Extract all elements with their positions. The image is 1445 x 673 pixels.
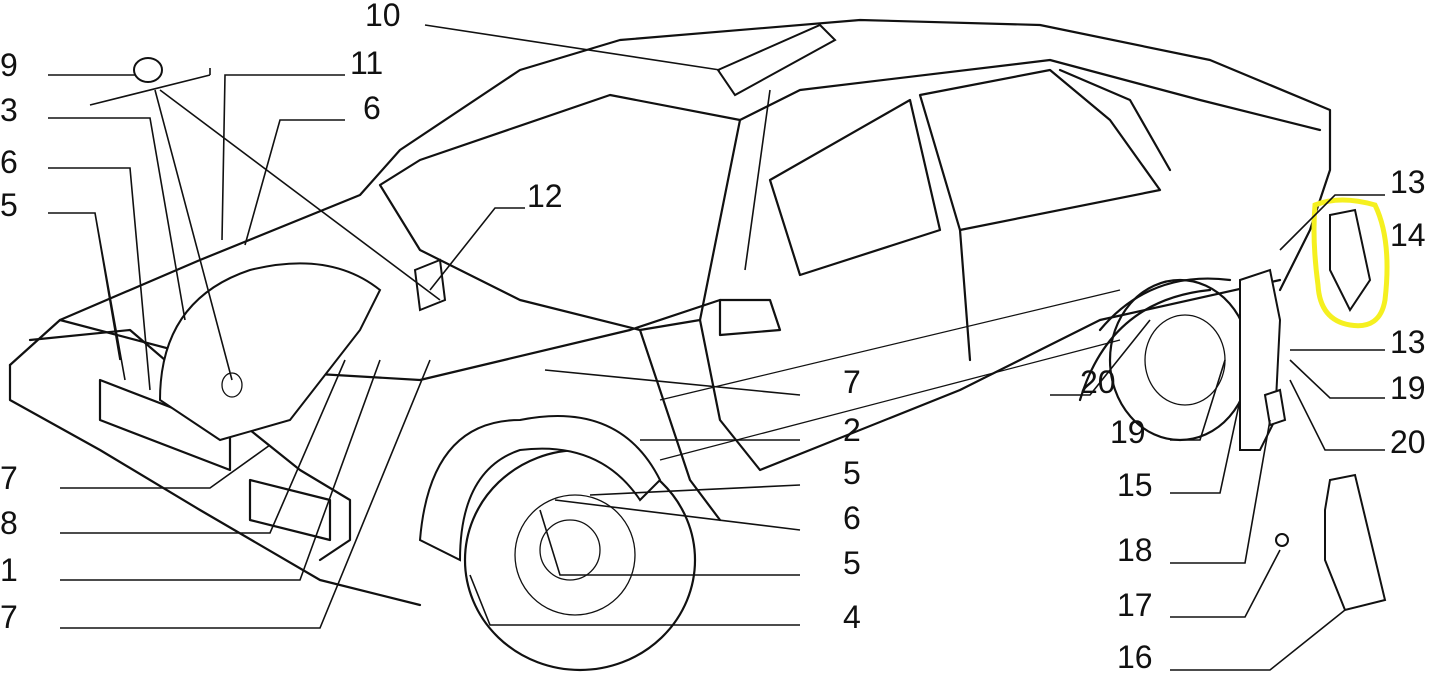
callout-13: 13 [1390,324,1426,360]
callout-20: 20 [1080,364,1116,400]
callout-12: 12 [527,178,563,214]
front-wheel-drawing [418,415,697,672]
callout-15: 15 [1117,467,1153,503]
callout-19: 19 [1390,370,1426,406]
callout-17: 17 [1117,587,1153,623]
callout-6: 6 [0,144,18,180]
callout-18: 18 [1117,532,1153,568]
callout-7: 7 [0,599,18,635]
mud-flap-drawing [1263,388,1387,612]
callout-2: 2 [843,412,861,448]
callout-1: 1 [0,552,18,588]
callout-7: 7 [0,460,18,496]
callout-3: 3 [0,92,18,128]
callout-10: 10 [365,0,401,33]
callout-9: 9 [0,47,18,83]
callout-6: 6 [843,500,861,536]
callout-16: 16 [1117,639,1153,673]
callout-13: 13 [1390,164,1426,200]
callout-5: 5 [0,187,18,223]
callout-11: 11 [350,45,383,81]
callout-19: 19 [1110,414,1146,450]
callout-20: 20 [1390,424,1426,460]
callout-14: 14 [1390,217,1426,253]
leader-lines [48,24,1385,671]
callout-7: 7 [843,364,861,400]
callout-6: 6 [363,90,381,126]
callout-5: 5 [843,455,861,491]
callout-4: 4 [843,599,861,635]
callout-8: 8 [0,505,18,541]
front-inner-liner-drawing [133,23,837,442]
callout-5: 5 [843,545,861,581]
part-14-highlight [1311,197,1390,329]
